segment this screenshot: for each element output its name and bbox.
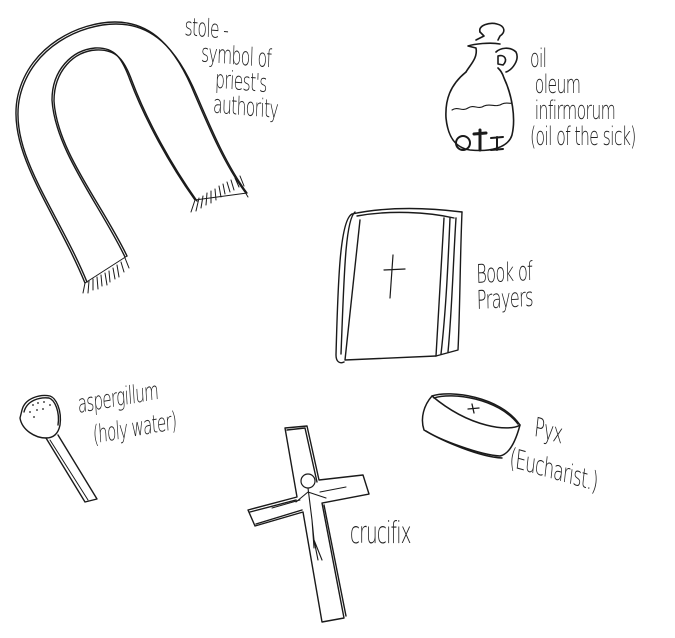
aspergillum-icon	[19, 394, 98, 503]
oil-label-line-1: oil	[530, 44, 547, 74]
oil-flask-icon	[445, 22, 518, 152]
oil-label-line-3: infirmorum	[534, 96, 616, 126]
stole-icon	[15, 21, 249, 294]
crucifix-label: crucifix	[350, 519, 411, 549]
prayer-book-icon	[335, 207, 463, 364]
stole-label-line-4: authority	[212, 89, 279, 124]
pyx-icon	[421, 393, 521, 459]
crucifix-icon	[247, 425, 370, 623]
book-label-line-2: Prayers	[476, 282, 534, 316]
oil-label: oil oleum infirmorum (oil of the sick)	[530, 46, 636, 150]
oil-label-line-4: (oil of the sick)	[530, 122, 636, 152]
book-label: Book of Prayers	[476, 257, 534, 316]
crucifix-label-line-1: crucifix	[350, 516, 411, 551]
oil-label-line-2: oleum	[534, 70, 581, 100]
stole-label: stole - symbol of priest's authority	[182, 12, 281, 124]
